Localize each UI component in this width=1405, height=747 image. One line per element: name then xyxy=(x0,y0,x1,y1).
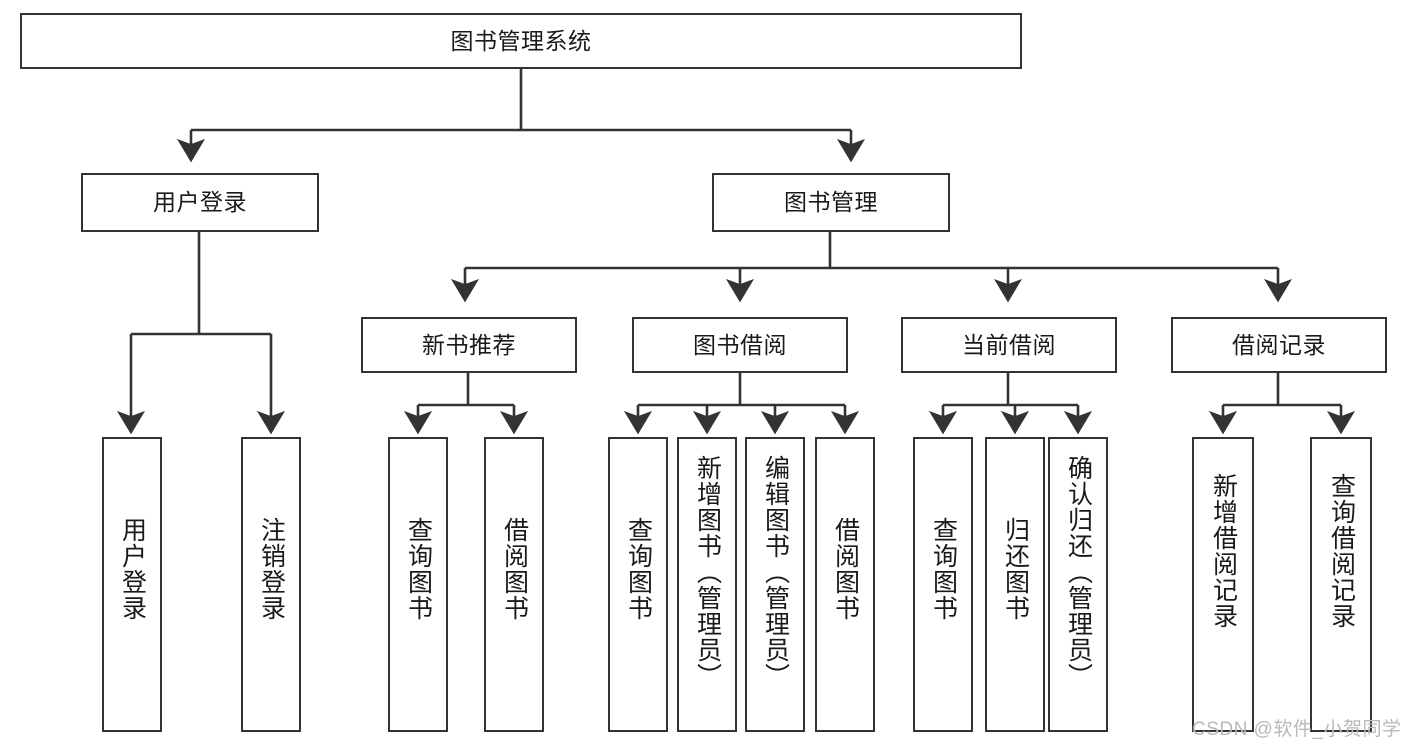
node-leaf-add-record-label: 新增借阅记录 xyxy=(1209,473,1238,629)
node-leaf-query-book-2[interactable]: 查询图书 xyxy=(608,437,668,732)
node-leaf-edit-book[interactable]: 编辑图书（管理员） xyxy=(745,437,805,732)
node-leaf-return-book[interactable]: 归还图书 xyxy=(985,437,1045,732)
node-root[interactable]: 图书管理系统 xyxy=(20,13,1022,69)
edge-root-to-level2 xyxy=(176,69,866,163)
node-leaf-logout-label: 注销登录 xyxy=(257,517,286,621)
node-current-borrow[interactable]: 当前借阅 xyxy=(901,317,1117,373)
edge-userlogin-to-leaves xyxy=(116,232,286,435)
node-book-borrow-label: 图书借阅 xyxy=(693,331,787,358)
edge-newbook-to-leaves xyxy=(403,373,529,435)
node-book-manage[interactable]: 图书管理 xyxy=(712,173,950,232)
csdn-watermark: CSDN @软件_小贺同学 xyxy=(1192,719,1402,740)
node-root-label: 图书管理系统 xyxy=(450,27,592,54)
node-user-login[interactable]: 用户登录 xyxy=(81,173,319,232)
node-leaf-query-record-label: 查询借阅记录 xyxy=(1327,473,1356,629)
node-borrow-record[interactable]: 借阅记录 xyxy=(1171,317,1387,373)
node-leaf-borrow-book-1[interactable]: 借阅图书 xyxy=(484,437,544,732)
node-leaf-return-book-label: 归还图书 xyxy=(1001,517,1030,621)
node-leaf-add-book-label: 新增图书（管理员） xyxy=(693,455,722,689)
node-leaf-confirm-return[interactable]: 确认归还（管理员） xyxy=(1048,437,1108,732)
node-leaf-borrow-book-2-label: 借阅图书 xyxy=(831,517,860,621)
node-leaf-borrow-book-1-label: 借阅图书 xyxy=(500,517,529,621)
node-leaf-add-book[interactable]: 新增图书（管理员） xyxy=(677,437,737,732)
node-leaf-edit-book-label: 编辑图书（管理员） xyxy=(761,455,790,689)
node-leaf-borrow-book-2[interactable]: 借阅图书 xyxy=(815,437,875,732)
node-leaf-logout[interactable]: 注销登录 xyxy=(241,437,301,732)
node-book-borrow[interactable]: 图书借阅 xyxy=(632,317,848,373)
edge-currentborrow-to-leaves xyxy=(928,373,1093,435)
node-leaf-query-book-1-label: 查询图书 xyxy=(404,517,433,621)
node-leaf-query-record[interactable]: 查询借阅记录 xyxy=(1310,437,1372,732)
node-leaf-user-login-label: 用户登录 xyxy=(118,517,147,621)
node-book-manage-label: 图书管理 xyxy=(784,189,878,216)
edge-bookmanage-to-level3 xyxy=(450,232,1293,303)
node-new-book-rec-label: 新书推荐 xyxy=(422,331,516,358)
node-leaf-confirm-return-label: 确认归还（管理员） xyxy=(1064,455,1093,689)
node-leaf-user-login[interactable]: 用户登录 xyxy=(102,437,162,732)
node-leaf-query-book-2-label: 查询图书 xyxy=(624,517,653,621)
node-borrow-record-label: 借阅记录 xyxy=(1232,331,1326,358)
node-current-borrow-label: 当前借阅 xyxy=(962,331,1056,358)
node-leaf-query-book-3-label: 查询图书 xyxy=(929,517,958,621)
node-leaf-query-book-1[interactable]: 查询图书 xyxy=(388,437,448,732)
edge-bookborrow-to-leaves xyxy=(623,373,860,435)
edge-borrowrecord-to-leaves xyxy=(1208,373,1356,435)
node-new-book-rec[interactable]: 新书推荐 xyxy=(361,317,577,373)
node-leaf-add-record[interactable]: 新增借阅记录 xyxy=(1192,437,1254,732)
node-user-login-label: 用户登录 xyxy=(153,189,247,216)
node-leaf-query-book-3[interactable]: 查询图书 xyxy=(913,437,973,732)
